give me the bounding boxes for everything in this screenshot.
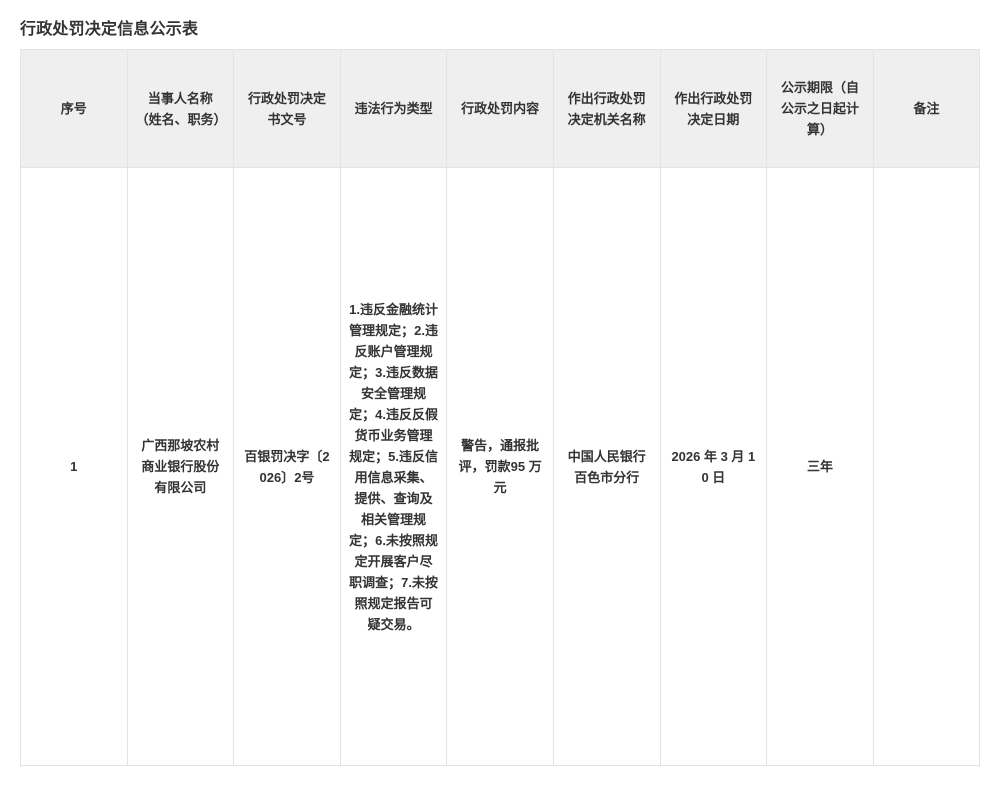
column-header-decision-date: 作出行政处罚决定日期	[659, 49, 768, 168]
column-header-decision-doc-no: 行政处罚决定书文号	[233, 49, 341, 168]
cell-party-name: 广西那坡农村商业银行股份有限公司	[126, 167, 235, 766]
column-header-violation-type: 违法行为类型	[339, 49, 448, 168]
cell-publicity-period: 三年	[766, 167, 874, 766]
column-header-party-name: 当事人名称（姓名、职务）	[126, 49, 235, 168]
column-header-remark: 备注	[872, 49, 981, 168]
page-container: 行政处罚决定信息公示表 序号 当事人名称（姓名、职务） 行政处罚决定书文号 违法…	[20, 21, 981, 766]
cell-decision-authority: 中国人民银行百色市分行	[552, 167, 661, 766]
cell-decision-doc-no: 百银罚决字〔2026〕2号	[233, 167, 341, 766]
cell-serial-no: 1	[20, 167, 128, 766]
column-header-serial-no: 序号	[20, 49, 128, 168]
table-body: 1 广西那坡农村商业银行股份有限公司 百银罚决字〔2026〕2号 1.违反金融统…	[20, 167, 981, 766]
cell-penalty-content: 警告，通报批评，罚款95 万元	[446, 167, 554, 766]
table-header: 序号 当事人名称（姓名、职务） 行政处罚决定书文号 违法行为类型 行政处罚内容 …	[20, 49, 981, 168]
column-header-publicity-period: 公示期限（自公示之日起计算）	[766, 49, 874, 168]
table-header-row: 序号 当事人名称（姓名、职务） 行政处罚决定书文号 违法行为类型 行政处罚内容 …	[20, 49, 981, 168]
cell-remark	[872, 167, 981, 766]
column-header-penalty-content: 行政处罚内容	[446, 49, 554, 168]
penalty-decision-table: 序号 当事人名称（姓名、职务） 行政处罚决定书文号 违法行为类型 行政处罚内容 …	[20, 49, 981, 766]
column-header-decision-authority: 作出行政处罚决定机关名称	[552, 49, 661, 168]
cell-violation-type: 1.违反金融统计管理规定；2.违反账户管理规定；3.违反数据安全管理规定；4.违…	[339, 167, 448, 766]
page-title: 行政处罚决定信息公示表	[20, 21, 199, 38]
cell-decision-date: 2026 年 3 月 10 日	[659, 167, 768, 766]
table-row: 1 广西那坡农村商业银行股份有限公司 百银罚决字〔2026〕2号 1.违反金融统…	[20, 167, 981, 766]
